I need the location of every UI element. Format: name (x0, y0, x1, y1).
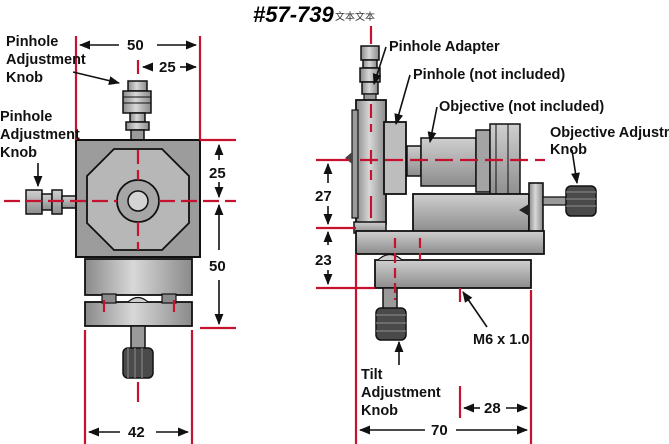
dim-side-lower-height: 23 (315, 252, 332, 269)
pinhole-adapter (383, 121, 407, 195)
label-mount-thread: M6 x 1.0 (473, 332, 529, 348)
front-base-plate (84, 301, 193, 327)
dim-side-total-length: 70 (431, 422, 448, 439)
front-view: 50 25 25 50 42 Pinhole Adjustment Knob P… (0, 34, 236, 444)
dim-front-half-width: 25 (159, 59, 176, 76)
label-top-pinhole-knob: Pinhole Adjustment Knob (6, 34, 90, 86)
front-tilt-knob-stem (130, 325, 146, 351)
front-bore-inner (127, 190, 149, 212)
side-view: 27 23 70 28 Pinhole Adapter Pinhole (not… (315, 26, 669, 444)
watermark-text: 文本文本 (335, 10, 375, 23)
label-pinhole: Pinhole (not included) (413, 67, 565, 83)
label-tilt-knob: Tilt Adjustment Knob (361, 367, 445, 419)
side-base-lower (374, 259, 532, 289)
dim-front-base-width: 42 (128, 424, 145, 441)
label-objective-knob: Objective Adjustment Knob (550, 125, 669, 158)
label-objective: Objective (not included) (439, 99, 604, 115)
side-base-upper (355, 230, 545, 255)
dim-side-mount-offset: 28 (484, 400, 501, 417)
part-number-title: #57-739 (253, 2, 335, 27)
front-lower-block (84, 258, 193, 296)
side-carriage (412, 193, 530, 233)
dim-front-upper-height: 25 (209, 165, 226, 182)
side-tilt-knob (375, 307, 407, 341)
dim-front-lower-height: 50 (209, 258, 226, 275)
top-pinhole-knob (122, 80, 152, 141)
front-tilt-knob (122, 347, 154, 379)
dim-side-upper-height: 27 (315, 188, 332, 205)
objective-adjust-knob (542, 185, 597, 217)
label-side-pinhole-knob: Pinhole Adjustment Knob (0, 109, 84, 161)
label-pinhole-adapter: Pinhole Adapter (389, 39, 500, 55)
dim-front-width: 50 (127, 37, 144, 54)
